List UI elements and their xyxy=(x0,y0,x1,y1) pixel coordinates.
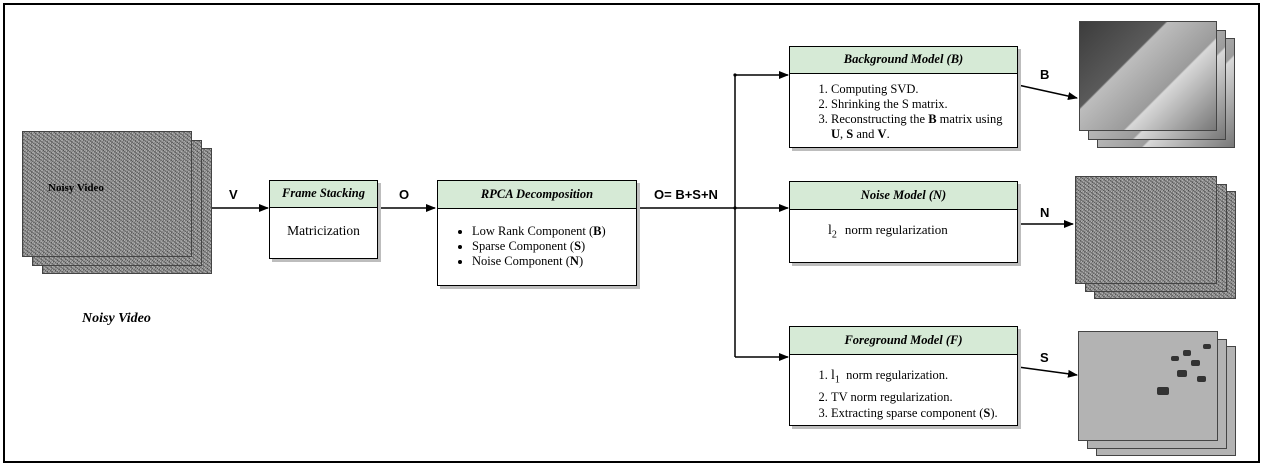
foreground-item-l1: l1 norm regularization. xyxy=(831,367,1017,389)
rpca-item-noise: Noise Component (N) xyxy=(472,254,636,269)
foreground-item-tv: TV norm regularization. xyxy=(831,389,1017,405)
label-n: N xyxy=(1040,205,1050,220)
arrow-background-out xyxy=(1017,84,1078,100)
background-frame-front xyxy=(1079,21,1217,131)
foreground-cars xyxy=(1157,344,1211,395)
noise-model-title: Noise Model (N) xyxy=(790,182,1017,210)
arrow-foreground-out xyxy=(1017,366,1078,378)
foreground-model-title: Foreground Model (F) xyxy=(790,327,1017,355)
frame-stacking-body: Matricization xyxy=(287,223,360,238)
background-item-svd: Computing SVD. xyxy=(831,82,1017,97)
label-o: O xyxy=(399,187,410,202)
noise-frame-front xyxy=(1075,176,1217,284)
rpca-item-low-rank: Low Rank Component (B) xyxy=(472,224,636,239)
frame-stacking-box: Frame Stacking Matricization xyxy=(269,180,378,259)
foreground-model-list: l1 norm regularization. TV norm regulari… xyxy=(790,355,1017,421)
background-model-list: Computing SVD. Shrinking the S matrix. R… xyxy=(790,74,1017,142)
label-equation: O= B+S+N xyxy=(654,187,718,202)
label-s: S xyxy=(1040,350,1049,365)
foreground-model-box: Foreground Model (F) l1 norm regularizat… xyxy=(789,326,1018,426)
noisy-video-caption: Noisy Video xyxy=(82,311,151,326)
label-v: V xyxy=(229,187,238,202)
foreground-item-sparse: Extracting sparse component (S). xyxy=(831,405,1017,421)
background-model-title: Background Model (B) xyxy=(790,47,1017,74)
frame-stacking-title: Frame Stacking xyxy=(270,181,377,208)
rpca-list: Low Rank Component (B) Sparse Component … xyxy=(438,209,636,269)
noisy-frame-front xyxy=(22,131,192,257)
rpca-box: RPCA Decomposition Low Rank Component (B… xyxy=(437,180,637,286)
label-b: B xyxy=(1040,67,1050,82)
background-model-box: Background Model (B) Computing SVD. Shri… xyxy=(789,46,1018,148)
foreground-frame-front xyxy=(1078,331,1218,441)
noisy-video-overlay-label: Noisy Video xyxy=(48,182,104,194)
rpca-item-sparse: Sparse Component (S) xyxy=(472,239,636,254)
background-item-shrink: Shrinking the S matrix. xyxy=(831,97,1017,112)
rpca-title: RPCA Decomposition xyxy=(438,181,636,209)
